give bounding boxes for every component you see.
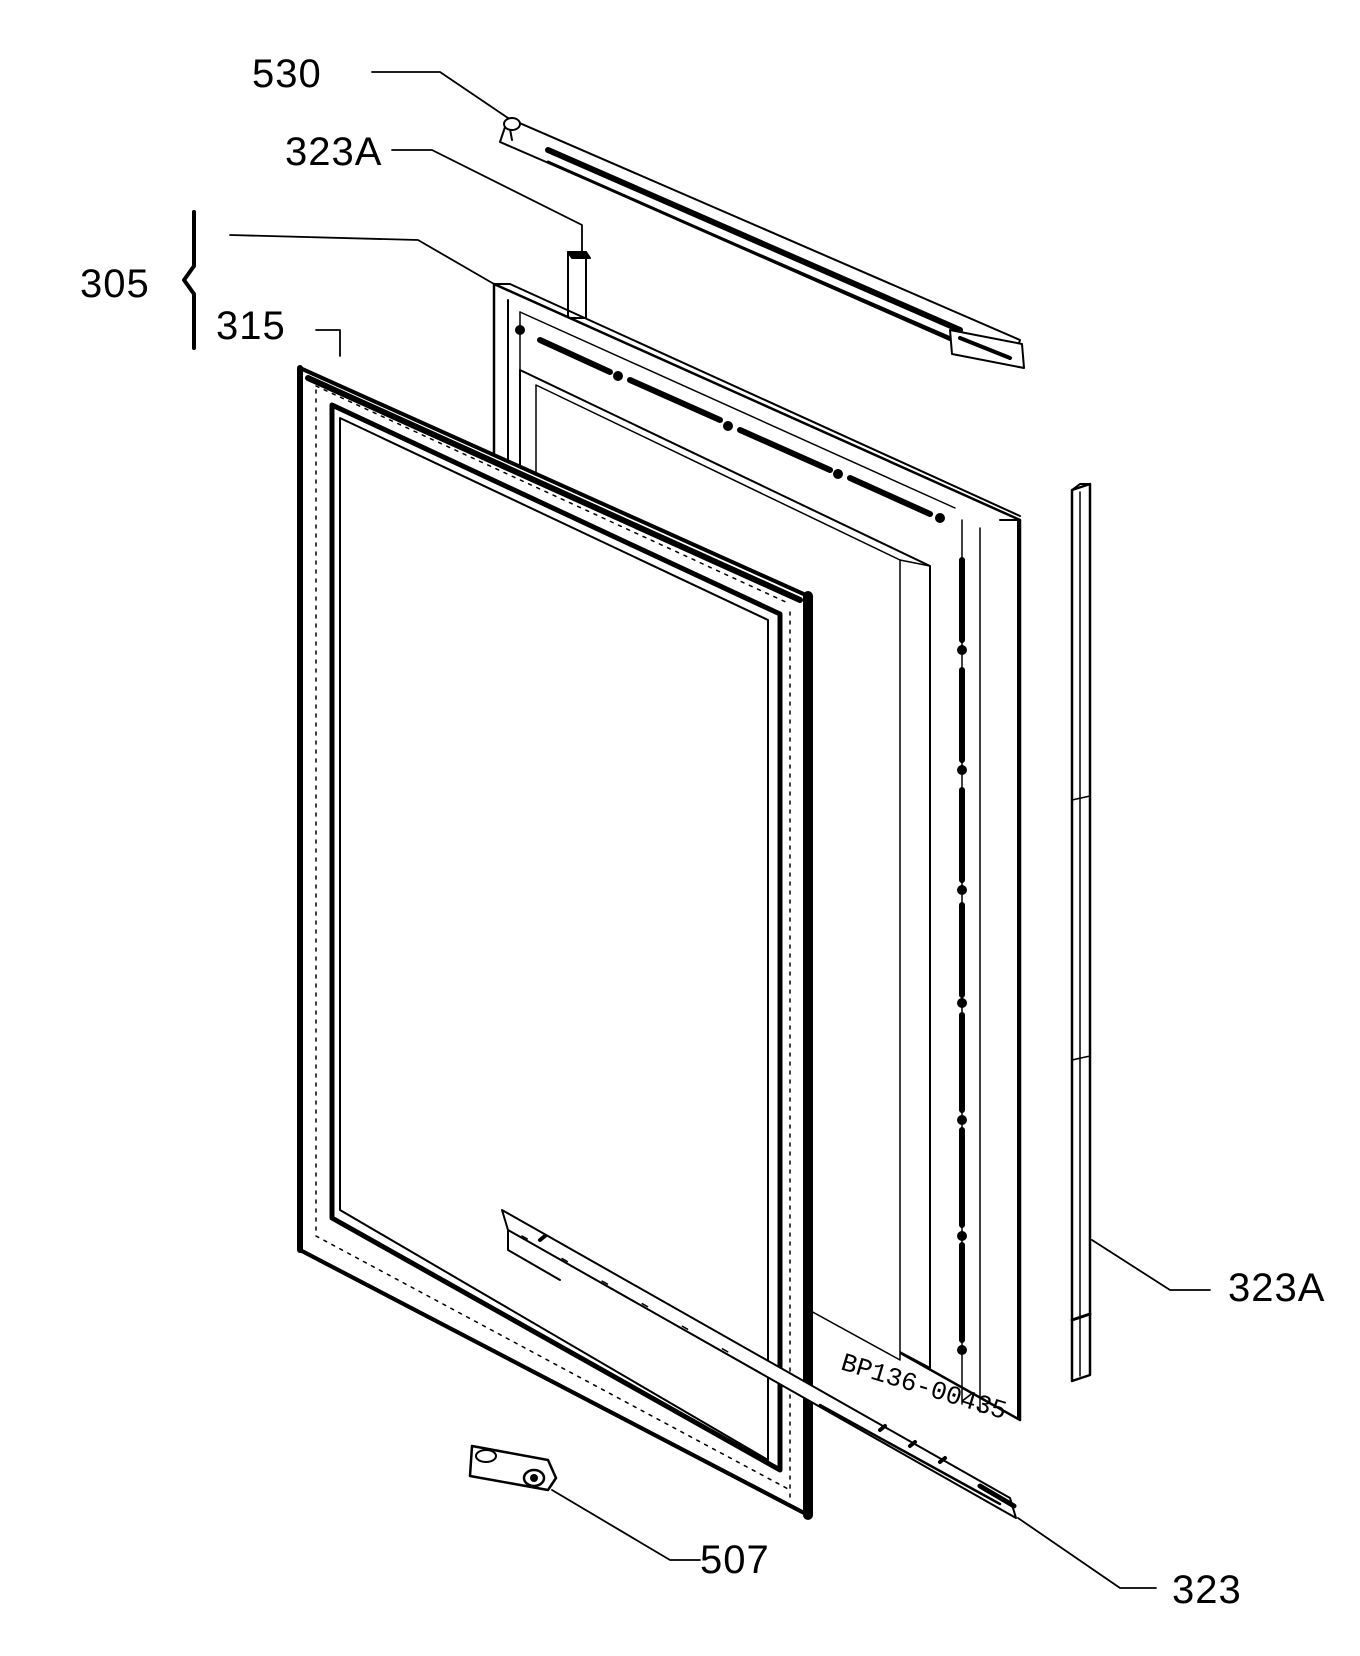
label-315: 315 bbox=[216, 304, 286, 348]
top-rail-530 bbox=[500, 117, 1024, 368]
brace-305 bbox=[184, 212, 194, 348]
post-323a-top bbox=[568, 252, 590, 318]
label-323a-top: 323A bbox=[285, 130, 383, 174]
hinge-bracket-507 bbox=[470, 1446, 556, 1490]
label-530: 530 bbox=[252, 52, 322, 96]
label-305: 305 bbox=[80, 262, 150, 306]
label-323a-right: 323A bbox=[1228, 1266, 1326, 1310]
label-323: 323 bbox=[1172, 1568, 1242, 1612]
bottom-rail-323 bbox=[502, 1210, 1016, 1518]
strip-323a-right bbox=[1072, 484, 1090, 1381]
door-gasket-315 bbox=[300, 368, 808, 1515]
label-507: 507 bbox=[700, 1538, 770, 1582]
leader-lines bbox=[230, 72, 1210, 1588]
